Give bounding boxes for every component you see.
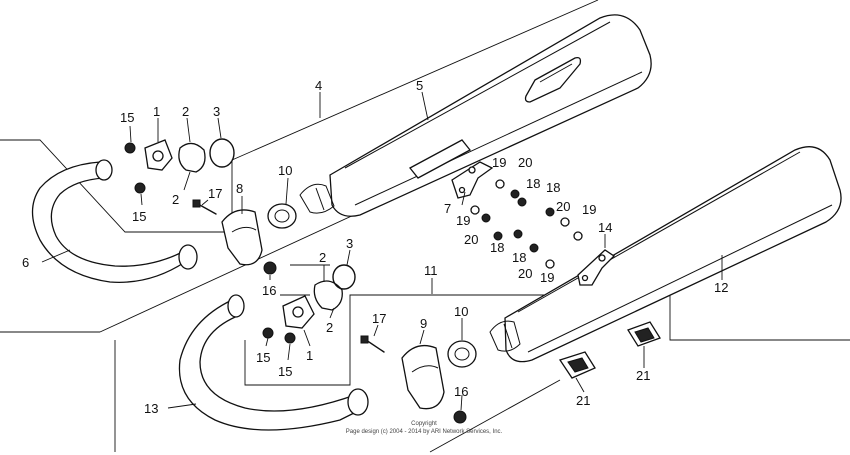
callout-19c: 19 [582,202,596,217]
callout-11: 11 [424,263,438,278]
upper-flange-1 [144,139,173,171]
upper-exhaust-pipe [31,159,198,283]
callout-6: 6 [22,255,29,270]
collar-10-lower [447,340,477,368]
callout-21a: 21 [576,393,590,408]
callout-15b: 15 [132,209,146,224]
callout-2c: 2 [319,250,326,265]
callout-20c: 20 [556,199,570,214]
callout-16b: 16 [454,384,468,399]
bolt-17-upper [192,199,217,215]
upper-gasket-3 [209,138,235,168]
callout-3b: 3 [346,236,353,251]
upper-muffler [299,14,652,217]
callout-19d: 19 [540,270,554,285]
protector-9 [401,344,445,410]
callout-8: 8 [236,181,243,196]
hardware-nuts-washers [124,142,583,424]
rubber-mount-21-left [558,351,596,379]
bolt-17-lower [360,335,385,353]
collar-10-upper [267,203,297,229]
callout-12: 12 [714,280,728,295]
callout-10b: 10 [454,304,468,319]
callout-17a: 17 [208,186,222,201]
group-frame-lower [114,264,850,453]
callout-17b: 17 [372,311,386,326]
callout-9: 9 [420,316,427,331]
callout-15a: 15 [120,110,134,125]
rubber-mount-21-right [627,321,661,347]
callout-19b: 19 [456,213,470,228]
callout-1b: 1 [306,348,313,363]
callout-20a: 20 [518,155,532,170]
callout-2a: 2 [182,104,189,119]
callout-labels: 1 2 2 3 4 5 6 7 8 10 15 15 16 17 18 18 1… [22,78,728,416]
protector-8 [221,209,263,266]
callout-18b: 18 [546,180,560,195]
upper-clamp-2 [178,142,206,173]
callout-2d: 2 [326,320,333,335]
copyright-notice: Copyright Page design (c) 2004 - 2014 by… [346,421,503,435]
callout-14: 14 [598,220,612,235]
callout-4: 4 [315,78,322,93]
callout-15d: 15 [278,364,292,379]
copyright-line-2: Page design (c) 2004 - 2014 by ARI Netwo… [346,429,503,435]
copyright-line-1: Copyright [411,421,437,427]
callout-18d: 18 [512,250,526,265]
callout-7: 7 [444,201,451,216]
lower-muffler [489,146,842,363]
callout-5: 5 [416,78,423,93]
lower-flange-1 [282,295,315,329]
bracket-7 [451,161,494,199]
lower-gasket-3 [332,264,356,290]
callout-15c: 15 [256,350,270,365]
lower-clamp-2 [313,280,343,311]
callout-13: 13 [144,401,158,416]
callout-20d: 20 [518,266,532,281]
callout-1a: 1 [153,104,160,119]
bracket-14 [577,249,616,286]
callout-20b: 20 [464,232,478,247]
leader-lines [41,91,723,411]
lower-exhaust-pipe [178,294,369,431]
callout-18c: 18 [490,240,504,255]
callout-18a: 18 [526,176,540,191]
callout-2b: 2 [172,192,179,207]
callout-10a: 10 [278,163,292,178]
callout-3a: 3 [213,104,220,119]
callout-21b: 21 [636,368,650,383]
callout-19a: 19 [492,155,506,170]
callout-16a: 16 [262,283,276,298]
